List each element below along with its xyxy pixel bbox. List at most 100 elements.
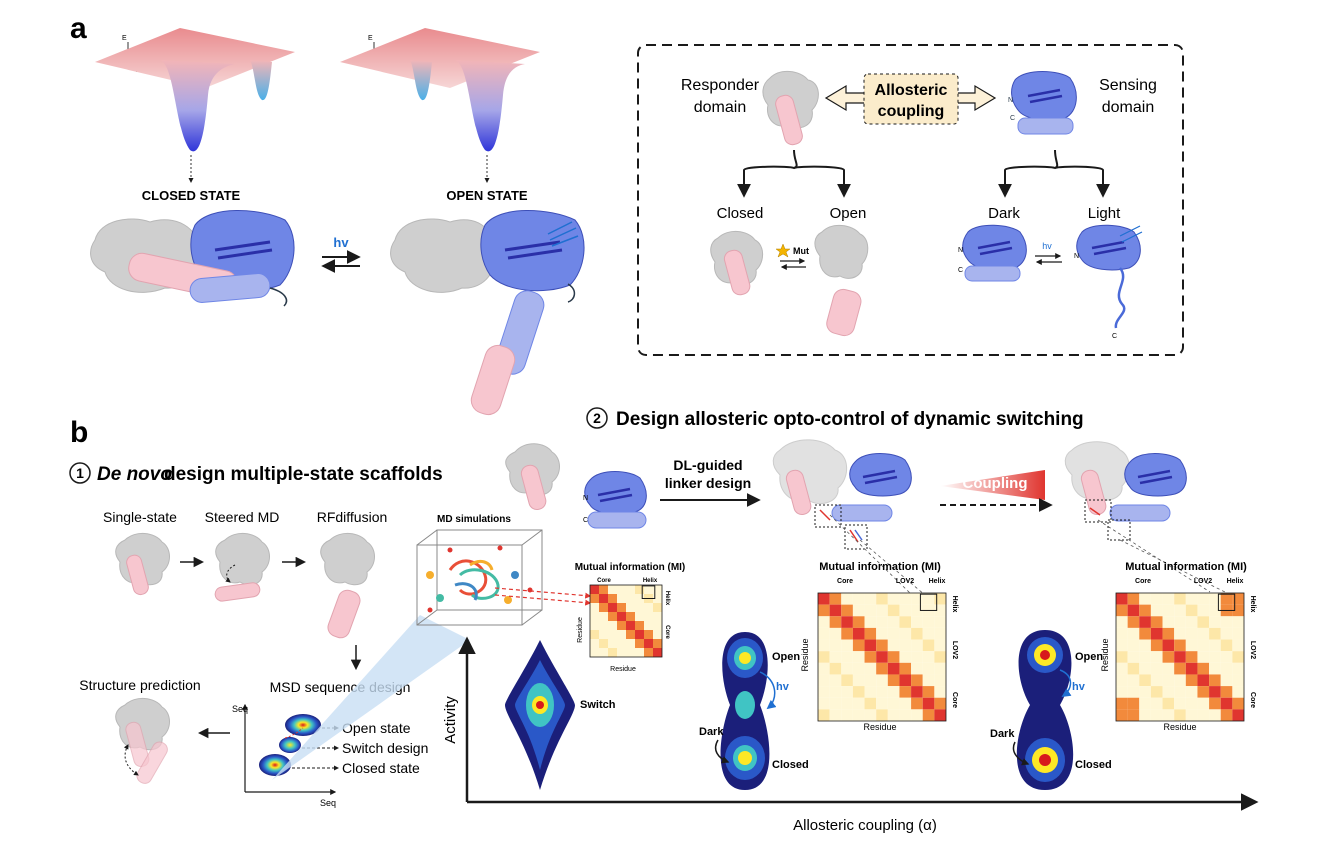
heatmap-cell <box>590 603 599 612</box>
structure-prediction-label: Structure prediction <box>79 677 200 693</box>
right-closed-label: Closed <box>1075 759 1112 771</box>
heatmap-cell <box>644 585 653 594</box>
heatmap-cell <box>1174 709 1186 721</box>
heatmap-cell <box>1174 697 1186 710</box>
heatmap-cell <box>899 662 912 675</box>
mi-title-mid: Mutual information (MI) <box>819 561 941 573</box>
allosteric-axis-label: Allosteric coupling (α) <box>793 817 937 834</box>
allosteric-coupling-box <box>863 73 959 125</box>
heatmap-cell <box>1139 674 1151 687</box>
heatmap-cell <box>1209 697 1221 710</box>
open-label: Open <box>830 205 867 222</box>
dl-guided-label-1: DL-guided <box>673 457 742 473</box>
heatmap-cell <box>644 648 653 657</box>
heatmap-cell <box>911 697 923 710</box>
heatmap-cell <box>934 639 946 652</box>
heatmap-cell <box>1162 686 1175 698</box>
heatmap-cell <box>1197 709 1210 721</box>
heatmap-cell <box>1185 674 1198 687</box>
heatmap-cell <box>1150 593 1163 605</box>
responder-open-icon <box>814 225 869 337</box>
heatmap-cell <box>922 651 935 663</box>
heatmap-cell <box>1139 627 1151 640</box>
responder-label-1: Responder <box>681 77 760 94</box>
responder-label-2: domain <box>694 99 746 116</box>
heatmap-cell <box>1116 686 1128 698</box>
heatmap-cell <box>626 594 635 603</box>
heatmap-cell <box>635 603 644 612</box>
allosteric-box <box>637 44 1184 356</box>
heatmap-cell <box>922 593 935 605</box>
heatmap-cell <box>818 709 830 721</box>
mid-open-label: Open <box>772 651 800 663</box>
mi-title-right: Mutual information (MI) <box>1125 561 1247 573</box>
heatmap-cell <box>644 603 653 612</box>
heatmap-cell <box>829 686 842 698</box>
open-state-label-b: Open state <box>342 720 411 736</box>
heatmap-cell <box>1209 662 1221 675</box>
heatmap-cell <box>590 612 599 621</box>
heatmap-cell <box>1232 686 1244 698</box>
heatmap-frame <box>1115 592 1245 722</box>
heatmap-cell <box>876 593 888 605</box>
heatmap-cell <box>864 662 877 675</box>
heatmap-cell <box>864 686 877 698</box>
heatmap-cell <box>617 630 626 639</box>
residue-y-mid: Residue <box>800 638 810 671</box>
heatmap-cell <box>608 603 617 612</box>
heatmap-cell <box>626 621 635 630</box>
heatmap-cell <box>1150 616 1163 628</box>
heatmap-cell <box>1139 697 1151 710</box>
closed-state-title: CLOSED STATE <box>142 188 241 203</box>
heatmap-cell <box>1232 662 1244 675</box>
rfdiffusion-label: RFdiffusion <box>317 509 388 525</box>
mid-dark-arrow <box>714 739 730 764</box>
axis-e-label: E <box>122 35 127 42</box>
heatmap-cell <box>841 639 853 652</box>
heatmap-cell <box>1220 674 1233 687</box>
closed-state-label-b: Closed state <box>342 760 420 776</box>
heatmap-cell <box>617 648 626 657</box>
step2-c-label: C <box>583 517 588 524</box>
single-state-protein-icon <box>115 533 170 596</box>
heatmap-cell <box>934 662 946 675</box>
heatmap-cell <box>876 686 888 698</box>
heatmap-cell <box>829 662 842 675</box>
residue-x-right: Residue <box>1163 722 1196 732</box>
step2-number-circle <box>586 407 608 429</box>
mid-hv-label: hv <box>776 681 790 693</box>
heatmap-cell <box>876 662 888 675</box>
heatmap-cell <box>1220 627 1233 640</box>
heatmap-cell <box>876 697 888 710</box>
heatmap-axis-label: Helix <box>1227 578 1244 585</box>
responder-domain-icon <box>762 71 819 146</box>
heatmap-cell <box>887 651 900 663</box>
heatmap-cell <box>1116 674 1128 687</box>
heatmap-cell <box>899 627 912 640</box>
heatmap-cell <box>887 639 900 652</box>
highlight-box <box>919 593 938 611</box>
heatmap-cell <box>829 639 842 652</box>
heatmap-cell <box>899 639 912 652</box>
responder-closed-icon <box>710 231 764 296</box>
residue-x-small: Residue <box>610 666 636 673</box>
heatmap-cell <box>1139 616 1151 628</box>
heatmap-cell <box>653 630 662 639</box>
heatmap-cell <box>841 686 853 698</box>
heatmap-cell <box>1220 593 1233 605</box>
heatmap-cell <box>653 648 662 657</box>
heatmap-cell <box>1150 604 1163 617</box>
mutation-equilibrium-arrows <box>780 258 806 270</box>
heatmap-cell <box>911 662 923 675</box>
heatmap-cell <box>608 585 617 594</box>
heatmap-cell <box>590 639 599 648</box>
seq-y-label: Seq <box>232 704 248 714</box>
heatmap-cell <box>899 709 912 721</box>
heatmap-cell <box>864 627 877 640</box>
heatmap-cell <box>818 639 830 652</box>
residue-y-right: Residue <box>1100 638 1110 671</box>
heatmap-cell <box>1127 709 1140 721</box>
heatmap-axis-label: Helix <box>951 596 958 613</box>
projection-cone <box>272 615 470 780</box>
heatmap-cell <box>829 616 842 628</box>
